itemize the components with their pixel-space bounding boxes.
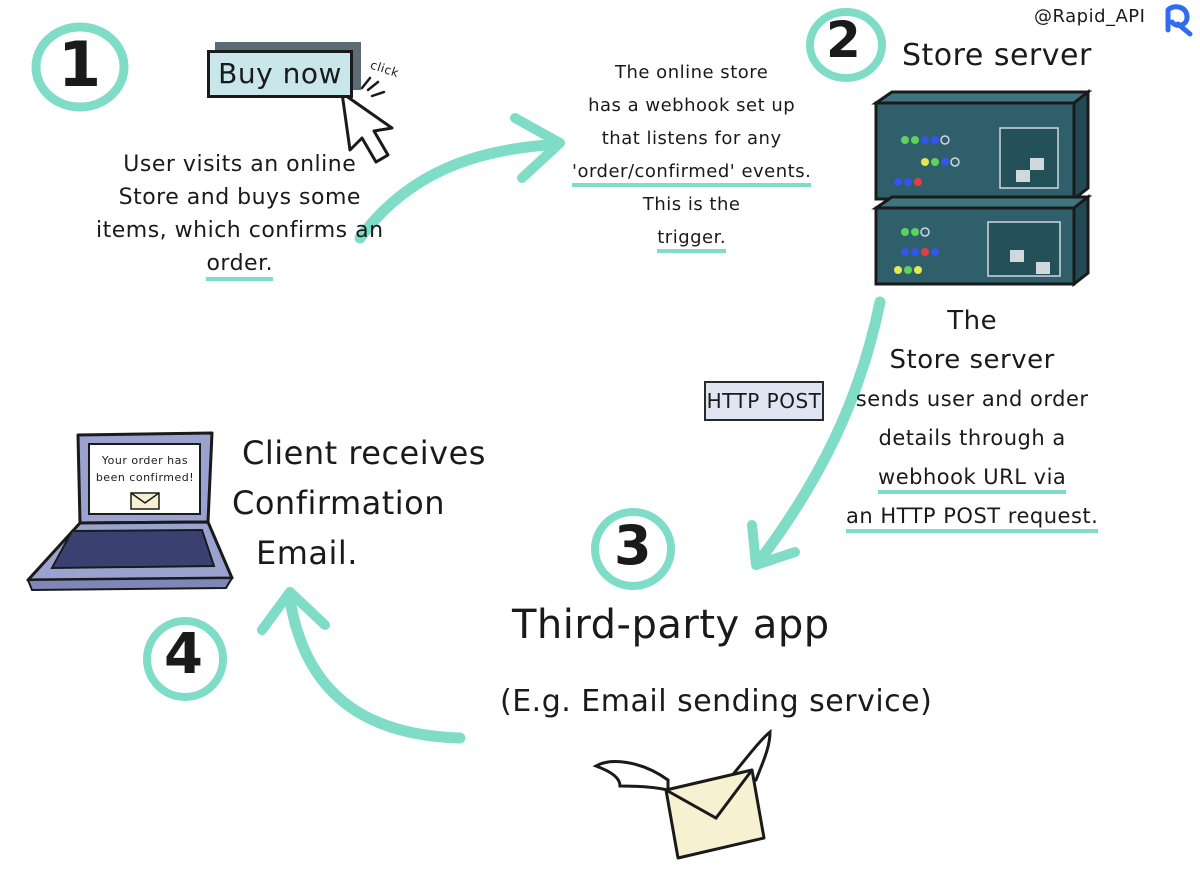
step-2-trigger-description: The online store has a webhook set up th…: [572, 56, 812, 254]
step-1-line-1: User visits an online: [123, 152, 357, 177]
step-4-number: 4: [164, 622, 203, 687]
cursor-icon: [340, 76, 394, 164]
step-2-send-description: The Store server sends user and order de…: [846, 302, 1099, 536]
step-1-line-3: items, which confirms an: [96, 218, 384, 243]
step-1-number: 1: [58, 28, 102, 101]
step-1-line-4: order.: [96, 247, 384, 281]
step-4-line-3: Email.: [256, 534, 358, 572]
send-line-4: details through a: [878, 426, 1066, 450]
trigger-line-3: that listens for any: [601, 128, 782, 149]
step-4-line-1: Client receives: [242, 434, 486, 472]
laptop-screen-line-1: Your order has: [101, 454, 189, 467]
http-post-tag: HTTP POST: [704, 381, 824, 421]
trigger-line-6-text: trigger.: [657, 227, 727, 253]
third-party-app-subtitle: (E.g. Email sending service): [500, 684, 933, 719]
trigger-line-1: The online store: [614, 62, 769, 83]
trigger-line-5: This is the: [642, 194, 741, 215]
third-party-app-title: Third-party app: [512, 602, 830, 648]
send-line-3: sends user and order: [855, 387, 1089, 411]
step-4-line-2: Confirmation: [232, 484, 446, 522]
arrow-step2-to-step3: [747, 296, 886, 570]
step-4-description: Client receives Confirmation Email.: [232, 428, 486, 578]
step-2-ring: [806, 8, 886, 82]
flying-envelope-icon: [592, 728, 772, 860]
step-4-ring: [143, 617, 227, 701]
step-3-ring: [591, 508, 675, 590]
laptop-icon: [26, 431, 234, 592]
store-server-title: Store server: [902, 38, 1092, 73]
trigger-line-4: 'order/confirmed' events.: [572, 155, 812, 188]
send-line-6: an HTTP POST request.: [846, 497, 1099, 536]
step-1-description: User visits an online Store and buys som…: [96, 148, 384, 281]
step-1-line-4-text: order.: [206, 251, 274, 281]
laptop-screen-message: Your order has been confirmed!: [94, 452, 196, 486]
send-line-6-text: an HTTP POST request.: [846, 504, 1099, 533]
trigger-line-4-text: 'order/confirmed' events.: [572, 161, 812, 187]
send-line-1: The: [947, 306, 998, 336]
rapidapi-logo-icon: [1165, 4, 1193, 37]
send-line-2: Store server: [889, 345, 1055, 375]
rapidapi-handle: @Rapid_API: [1034, 6, 1146, 27]
step-2-number: 2: [826, 11, 861, 69]
arrow-step1-to-step2: [354, 113, 565, 244]
trigger-line-2: has a webhook set up: [588, 95, 796, 116]
send-line-5-text: webhook URL via: [878, 465, 1067, 494]
step-1-ring: [31, 22, 129, 112]
server-icon: [871, 88, 1093, 288]
buy-now-button: Buy now: [207, 50, 353, 98]
trigger-line-6: trigger.: [572, 221, 811, 254]
laptop-screen-line-2: been confirmed!: [95, 471, 195, 484]
step-3-number: 3: [614, 514, 652, 577]
step-1-line-2: Store and buys some: [118, 185, 361, 210]
arrow-step3-to-step4: [257, 587, 466, 744]
send-line-5: webhook URL via: [846, 458, 1098, 497]
